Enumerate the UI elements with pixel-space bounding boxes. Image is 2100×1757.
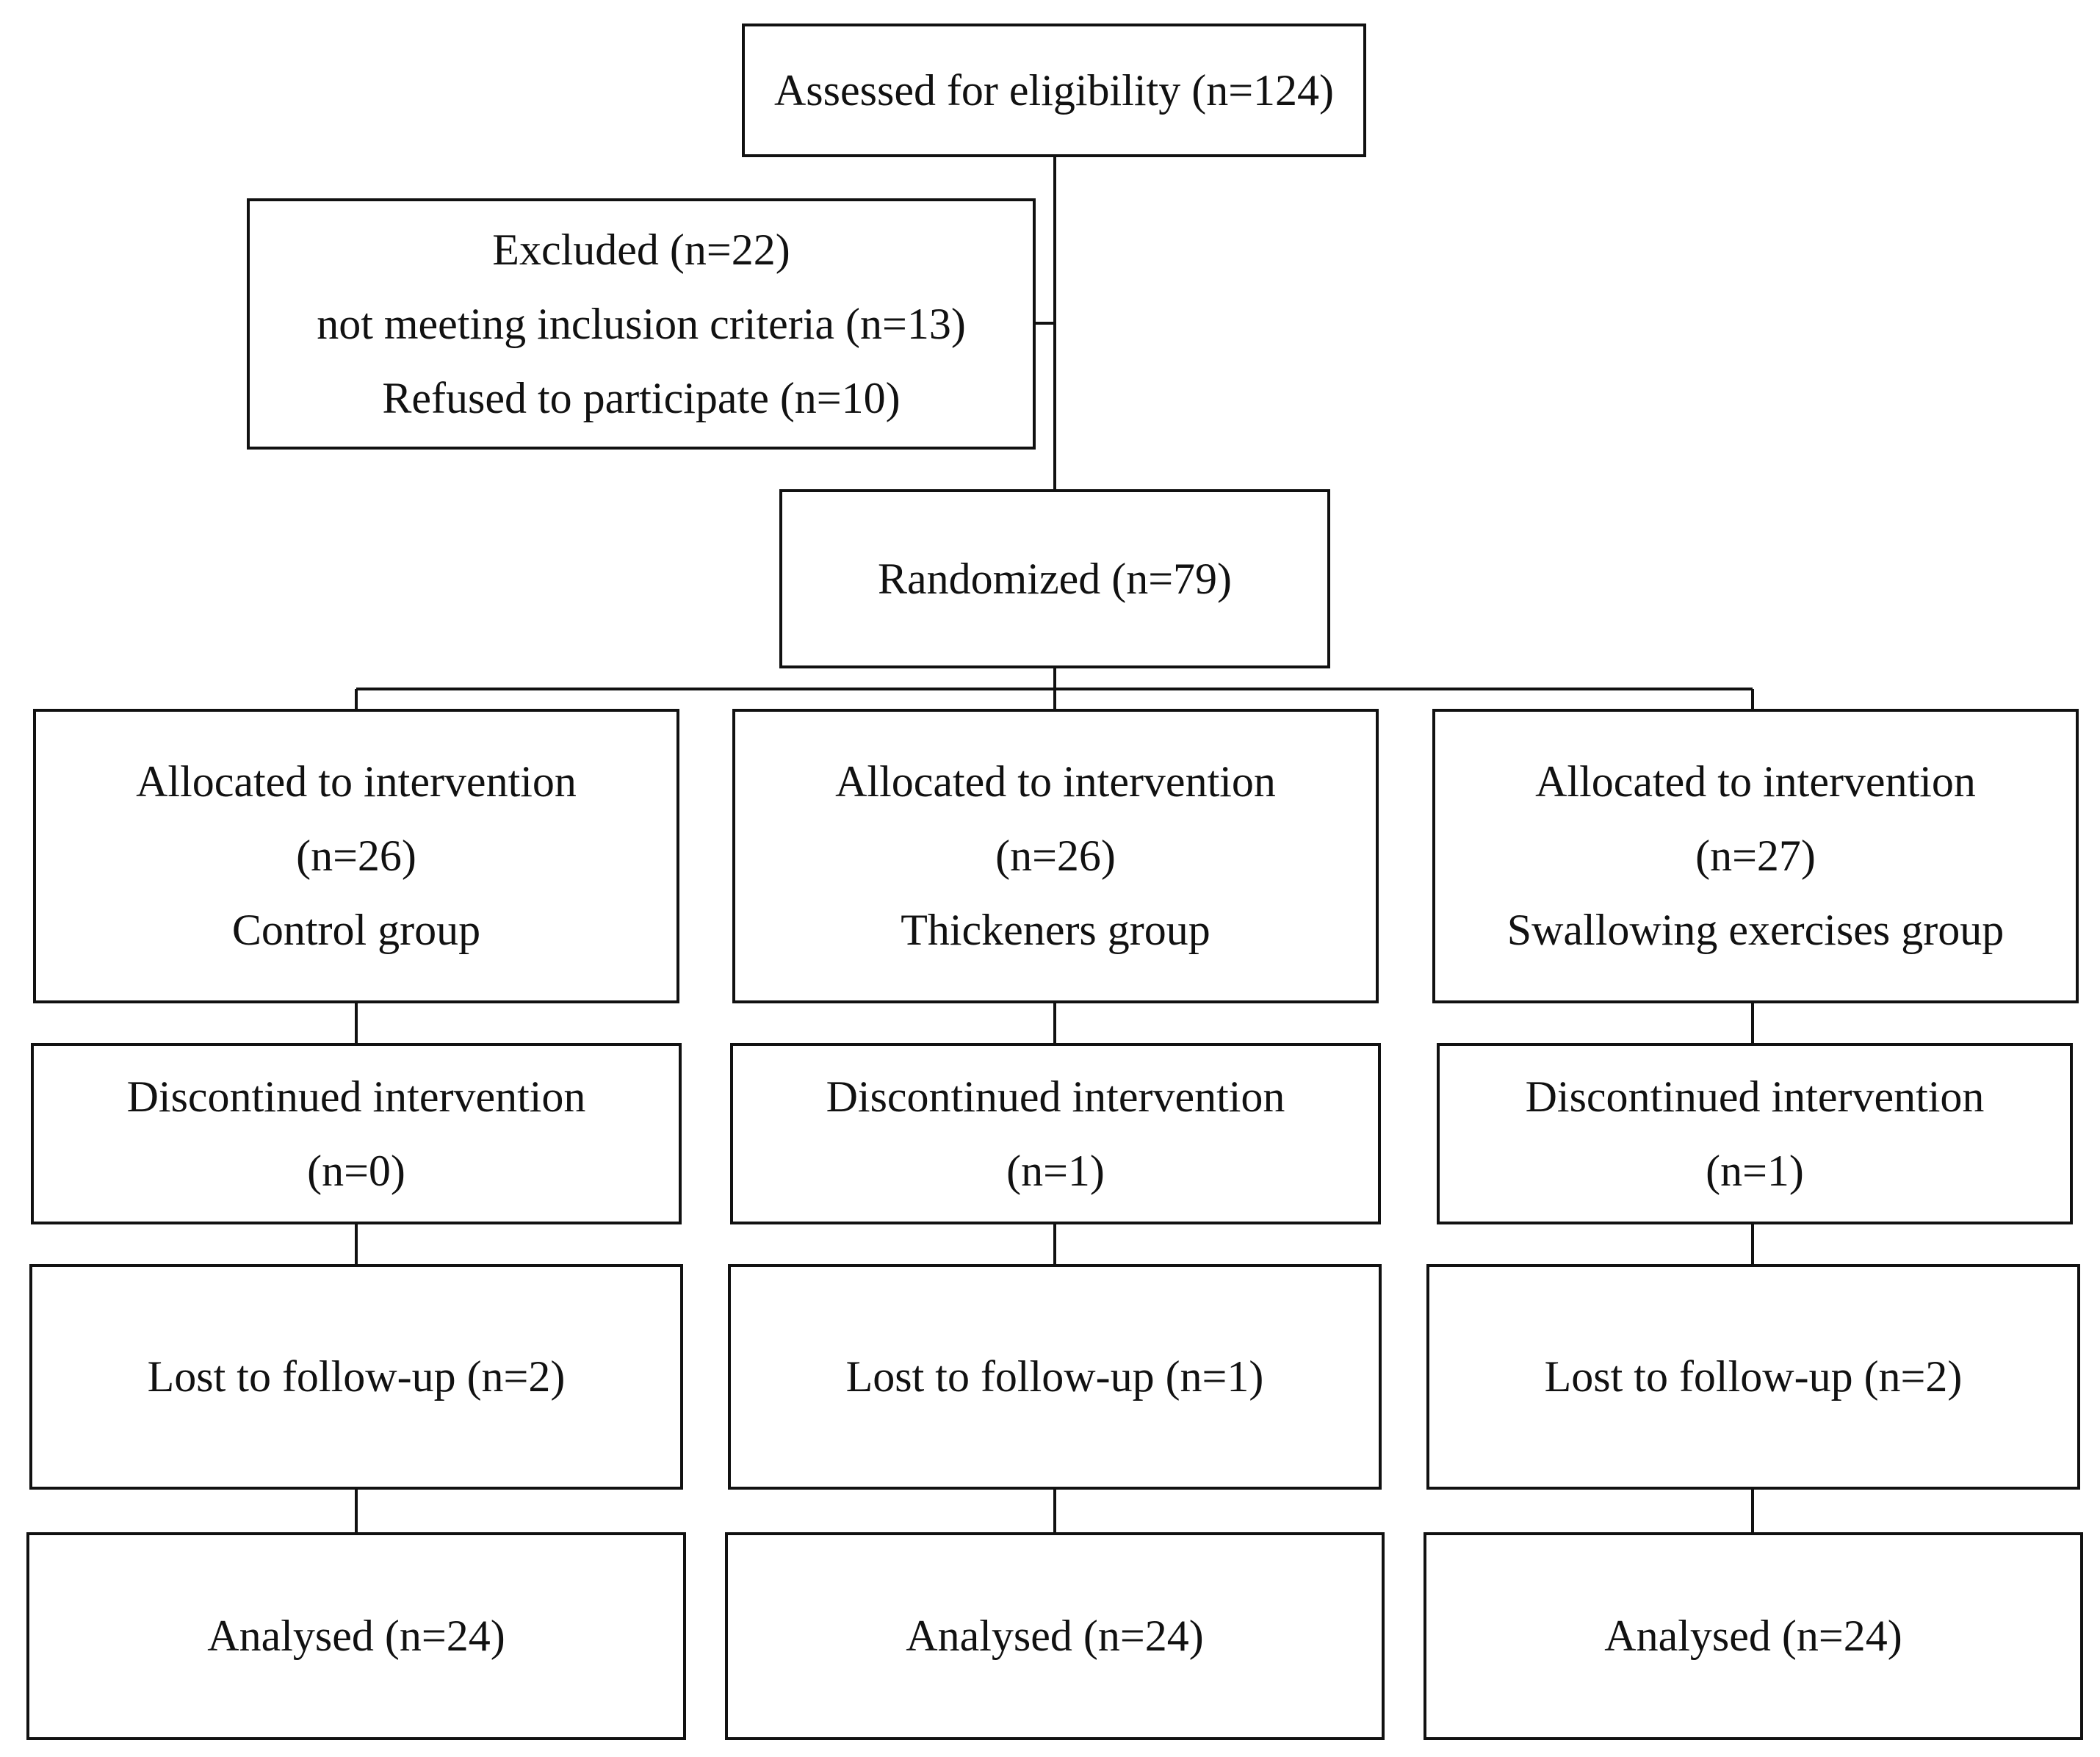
excluded-box: Excluded (n=22) not meeting inclusion cr…	[247, 198, 1036, 450]
excluded-reason-inclusion: not meeting inclusion criteria (n=13)	[317, 299, 966, 348]
analysed-label: Analysed (n=24)	[207, 1612, 505, 1660]
allocated-label: Allocated to intervention	[136, 757, 577, 806]
analysed-box-thickeners: Analysed (n=24)	[725, 1532, 1385, 1740]
allocated-count: (n=26)	[995, 831, 1116, 880]
discontinued-count: (n=0)	[307, 1146, 405, 1195]
allocated-box-control: Allocated to intervention (n=26) Control…	[33, 709, 679, 1003]
allocated-box-thickeners: Allocated to intervention (n=26) Thicken…	[732, 709, 1379, 1003]
allocated-label: Allocated to intervention	[1535, 757, 1976, 806]
excluded-title: Excluded (n=22)	[492, 225, 790, 274]
discontinued-box-thickeners: Discontinued intervention (n=1)	[730, 1043, 1381, 1224]
discontinued-label: Discontinued intervention	[126, 1072, 586, 1121]
randomized-label: Randomized (n=79)	[877, 554, 1233, 603]
group-name: Control group	[231, 906, 481, 954]
group-name: Thickeners group	[901, 906, 1210, 954]
discontinued-count: (n=1)	[1706, 1146, 1804, 1195]
allocated-count: (n=26)	[296, 831, 416, 880]
discontinued-count: (n=1)	[1006, 1146, 1105, 1195]
randomized-box: Randomized (n=79)	[779, 489, 1330, 668]
assessed-box: Assessed for eligibility (n=124)	[742, 24, 1366, 157]
lost-box-thickeners: Lost to follow-up (n=1)	[728, 1264, 1382, 1490]
assessed-label: Assessed for eligibility (n=124)	[773, 65, 1335, 115]
discontinued-box-swallowing: Discontinued intervention (n=1)	[1437, 1043, 2073, 1224]
lost-box-swallowing: Lost to follow-up (n=2)	[1426, 1264, 2080, 1490]
group-name: Swallowing exercises group	[1507, 906, 2005, 954]
lost-label: Lost to follow-up (n=2)	[147, 1352, 566, 1401]
discontinued-label: Discontinued intervention	[826, 1072, 1285, 1121]
analysed-label: Analysed (n=24)	[1604, 1612, 1902, 1660]
analysed-label: Analysed (n=24)	[906, 1612, 1204, 1660]
analysed-box-control: Analysed (n=24)	[26, 1532, 686, 1740]
discontinued-label: Discontinued intervention	[1525, 1072, 1985, 1121]
allocated-box-swallowing: Allocated to intervention (n=27) Swallow…	[1432, 709, 2079, 1003]
lost-box-control: Lost to follow-up (n=2)	[29, 1264, 683, 1490]
lost-label: Lost to follow-up (n=1)	[845, 1352, 1264, 1401]
discontinued-box-control: Discontinued intervention (n=0)	[31, 1043, 682, 1224]
lost-label: Lost to follow-up (n=2)	[1544, 1352, 1963, 1401]
allocated-label: Allocated to intervention	[835, 757, 1276, 806]
excluded-reason-refused: Refused to participate (n=10)	[382, 373, 901, 422]
allocated-count: (n=27)	[1695, 831, 1816, 880]
analysed-box-swallowing: Analysed (n=24)	[1424, 1532, 2083, 1740]
